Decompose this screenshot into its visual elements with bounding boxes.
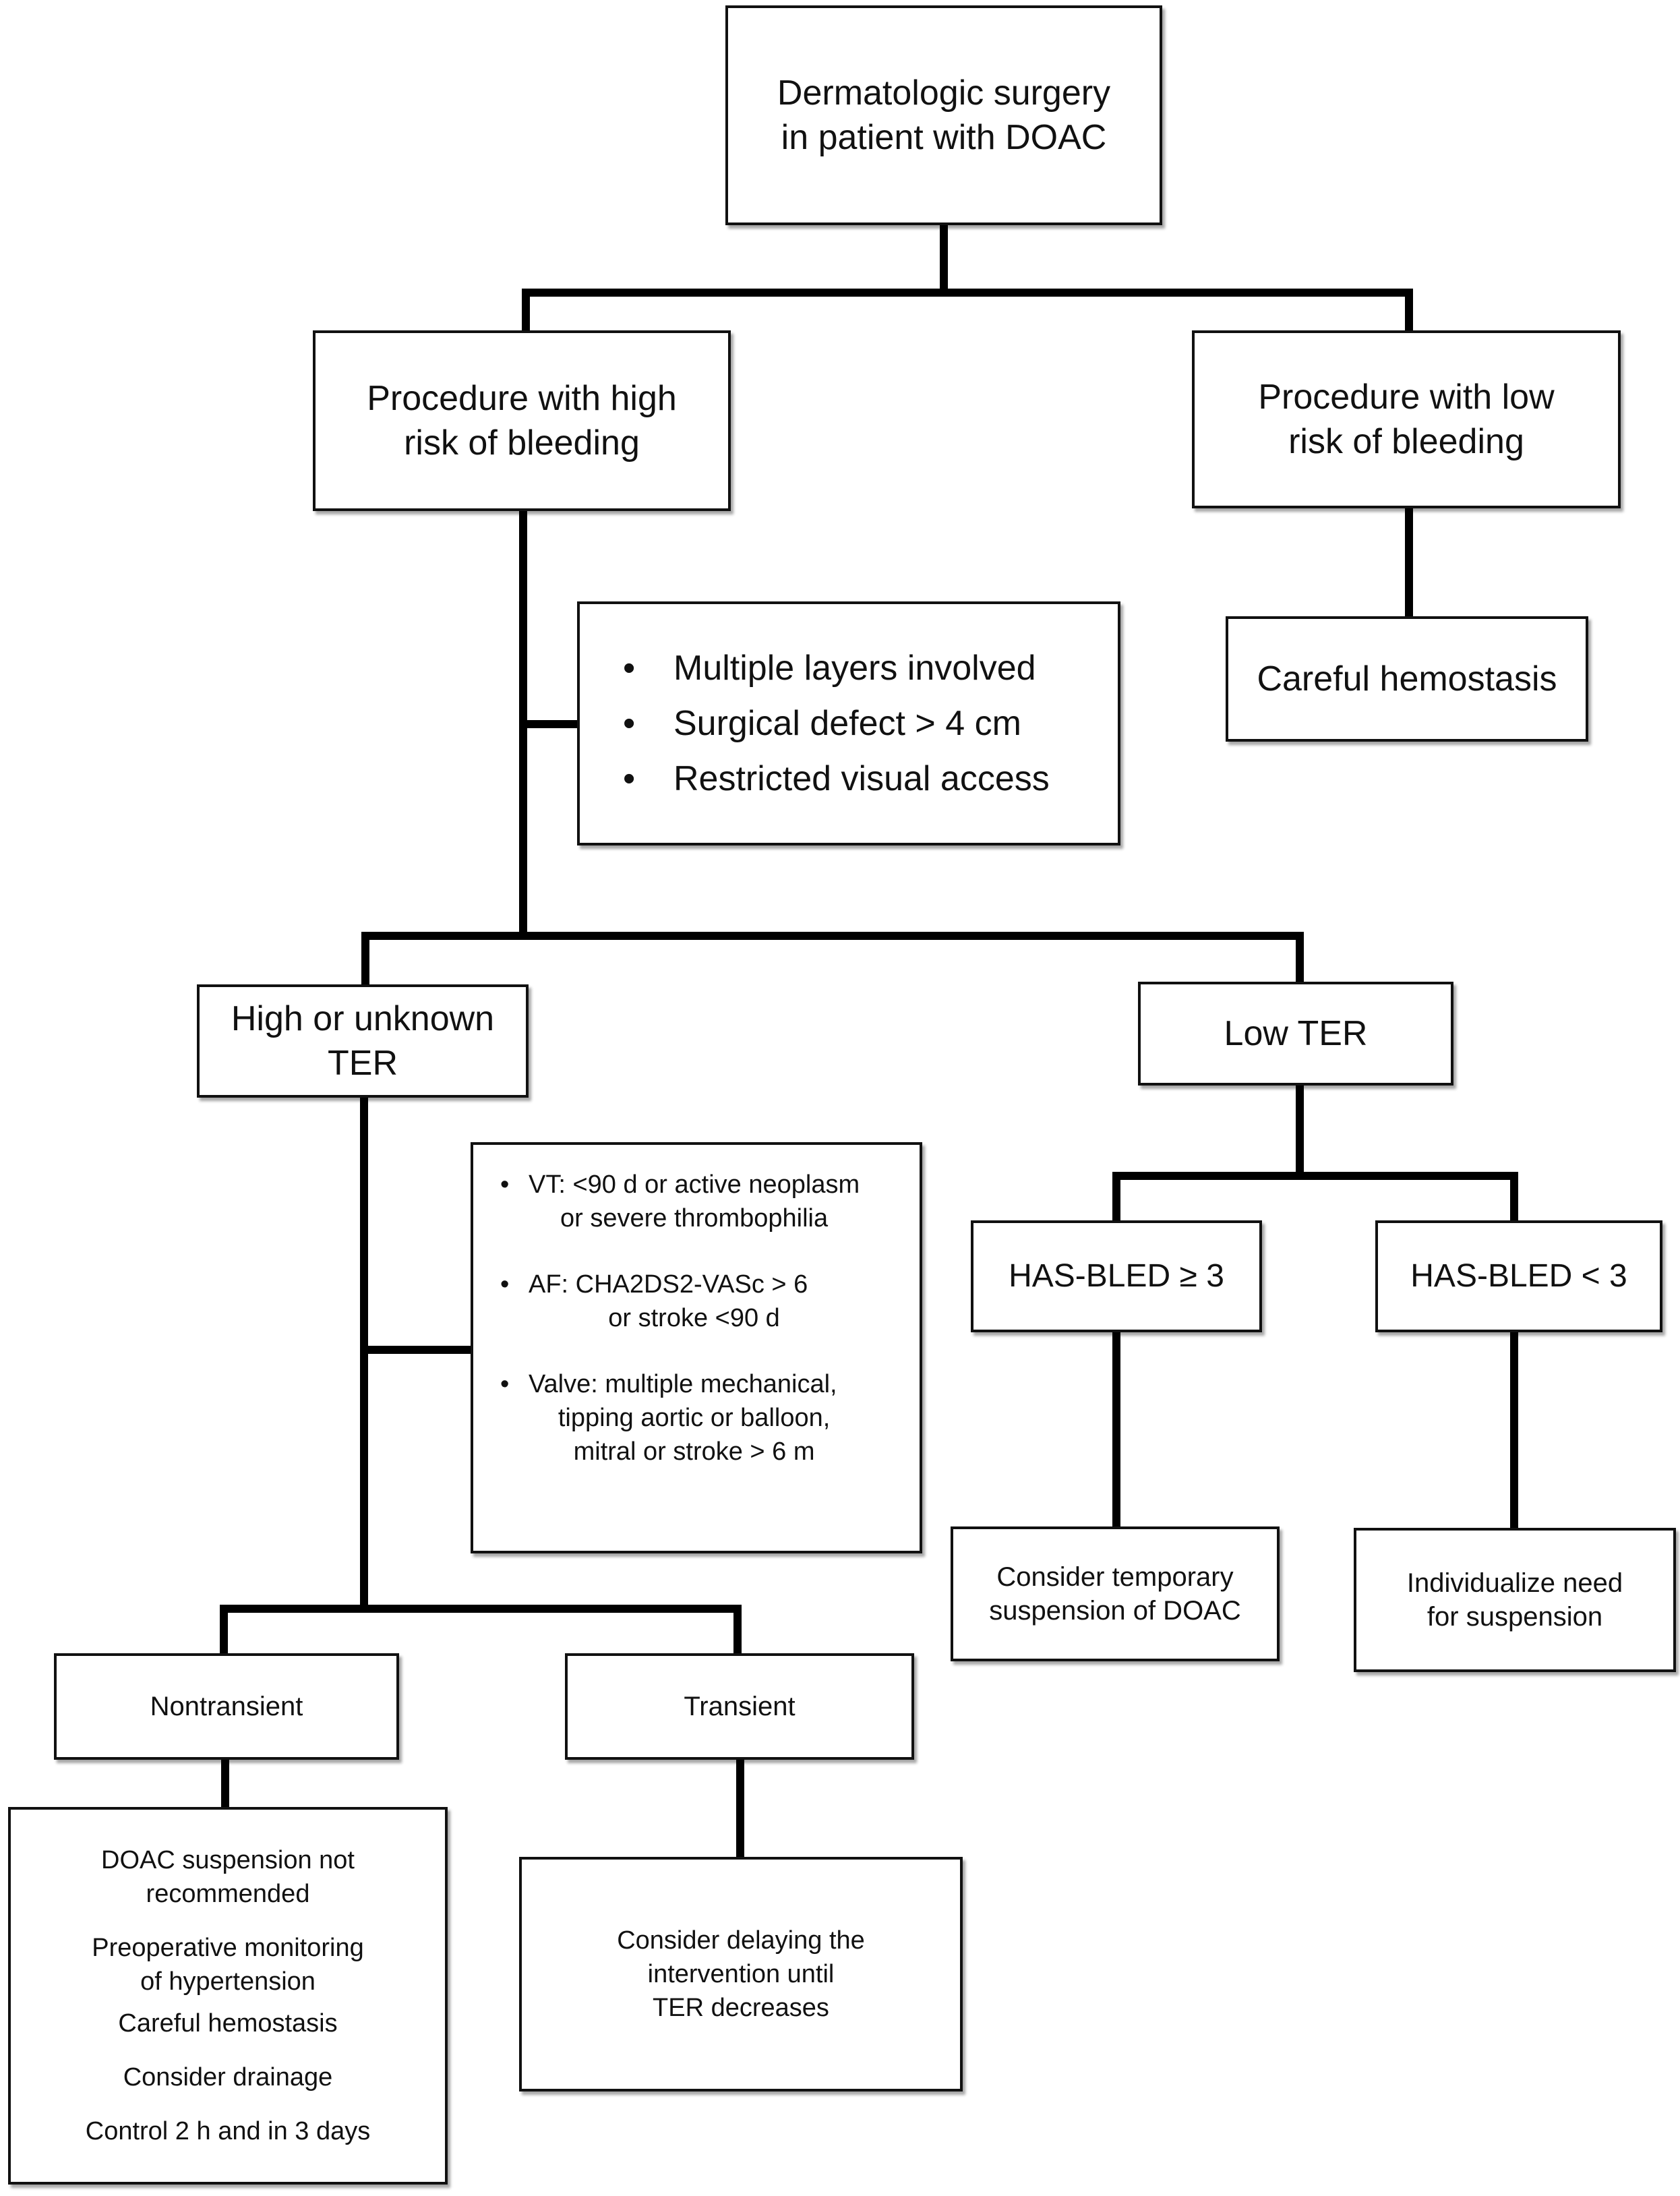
action-line: recommended [146, 1880, 310, 1908]
connector-ter-branch [361, 932, 1304, 940]
transient-action-line-1: Consider delaying the [617, 1926, 865, 1955]
nontransient-label: Nontransient [150, 1692, 303, 1721]
individualize-line-2: for suspension [1427, 1602, 1603, 1632]
ter-criteria-valve: Valve: multiple mechanical, [529, 1370, 837, 1398]
low-risk-line-2: risk of bleeding [1288, 422, 1524, 461]
high-ter-line-1: High or unknown [231, 999, 495, 1038]
connector-transience-branch [220, 1605, 742, 1613]
consider-suspension-line-2: suspension of DOAC [989, 1596, 1241, 1626]
connector-to-transient [733, 1605, 742, 1655]
ter-criteria-item: AF: CHA2DS2-VASc > 6 or stroke <90 d [495, 1268, 860, 1335]
criteria-item: Restricted visual access [623, 751, 1050, 806]
connector-high-ter-down [360, 1096, 368, 1613]
high-risk-box: Procedure with high risk of bleeding [313, 330, 731, 511]
action-line: DOAC suspension not [101, 1846, 355, 1874]
criteria-list: Multiple layers involved Surgical defect… [623, 641, 1050, 806]
connector-hasbled-high-down [1112, 1331, 1120, 1529]
root-line-2: in patient with DOAC [781, 118, 1107, 157]
consider-suspension-line-1: Consider temporary [996, 1562, 1234, 1592]
hasbled-low-box: HAS-BLED < 3 [1375, 1220, 1662, 1332]
action-line: Preoperative monitoring [92, 1934, 364, 1962]
nontransient-box: Nontransient [54, 1653, 399, 1760]
low-ter-label: Low TER [1224, 1014, 1368, 1053]
criteria-item: Surgical defect > 4 cm [623, 696, 1050, 751]
hasbled-high-label: HAS-BLED ≥ 3 [1009, 1258, 1224, 1294]
consider-suspension-box: Consider temporary suspension of DOAC [951, 1526, 1280, 1661]
connector-to-criteria [519, 720, 578, 728]
high-risk-line-1: Procedure with high [367, 379, 677, 418]
hasbled-high-box: HAS-BLED ≥ 3 [971, 1220, 1262, 1332]
transient-box: Transient [565, 1653, 914, 1760]
high-ter-line-2: TER [328, 1044, 398, 1083]
connector-hasbled-low-down [1510, 1331, 1518, 1529]
transient-label: Transient [684, 1692, 796, 1721]
ter-criteria-af: AF: CHA2DS2-VASc > 6 [529, 1270, 808, 1299]
transient-action-line-2: intervention until [647, 1960, 835, 1988]
connector-low-ter-down [1296, 1080, 1304, 1180]
action-line: Control 2 h and in 3 days [85, 2117, 371, 2145]
connector-to-nontransient [220, 1605, 228, 1655]
action-line: of hypertension [140, 1967, 316, 1996]
nontransient-actions-box: DOAC suspension not recommended Preopera… [8, 1807, 448, 2185]
connector-top-branch [522, 289, 1413, 297]
root-line-1: Dermatologic surgery [777, 73, 1111, 113]
action-line: Consider drainage [123, 2063, 333, 2091]
high-ter-box: High or unknown TER [197, 984, 529, 1098]
criteria-box: Multiple layers involved Surgical defect… [577, 601, 1120, 845]
action-line: Careful hemostasis [118, 2009, 338, 2038]
ter-criteria-box: VT: <90 d or active neoplasm or severe t… [471, 1142, 922, 1553]
connector-root-down [940, 222, 948, 297]
criteria-item: Multiple layers involved [623, 641, 1050, 696]
connector-to-ter-criteria [360, 1346, 472, 1354]
connector-hasbled-branch [1112, 1172, 1518, 1180]
connector-low-risk-down [1405, 507, 1413, 616]
high-risk-line-2: risk of bleeding [404, 423, 640, 463]
careful-hemostasis-label: Careful hemostasis [1257, 659, 1557, 699]
individualize-box: Individualize need for suspension [1354, 1528, 1676, 1672]
low-risk-line-1: Procedure with low [1258, 378, 1555, 417]
connector-to-low-risk [1405, 289, 1413, 330]
ter-criteria-vt: VT: <90 d or active neoplasm [529, 1170, 860, 1199]
connector-to-hasbled-low [1510, 1172, 1518, 1222]
connector-to-high-ter [361, 932, 369, 986]
connector-nontransient-down [221, 1758, 229, 1811]
careful-hemostasis-box: Careful hemostasis [1226, 616, 1588, 742]
ter-criteria-vt-cont: or severe thrombophilia [560, 1204, 829, 1233]
ter-criteria-list: VT: <90 d or active neoplasm or severe t… [495, 1168, 860, 1468]
connector-transient-down [736, 1758, 744, 1858]
connector-to-low-ter [1296, 932, 1304, 986]
connector-to-high-risk [522, 289, 530, 330]
transient-action-line-3: TER decreases [653, 1994, 829, 2022]
low-risk-box: Procedure with low risk of bleeding [1192, 330, 1621, 508]
connector-to-hasbled-high [1112, 1172, 1120, 1222]
ter-criteria-valve-cont-2: mitral or stroke > 6 m [573, 1437, 815, 1466]
transient-action-box: Consider delaying the intervention until… [519, 1857, 963, 2091]
hasbled-low-label: HAS-BLED < 3 [1410, 1258, 1627, 1294]
low-ter-box: Low TER [1138, 982, 1453, 1086]
ter-criteria-valve-cont: tipping aortic or balloon, [558, 1404, 831, 1432]
ter-criteria-item: Valve: multiple mechanical, tipping aort… [495, 1367, 860, 1468]
individualize-line-1: Individualize need [1406, 1568, 1623, 1598]
ter-criteria-af-cont: or stroke <90 d [608, 1304, 780, 1332]
root-box: Dermatologic surgery in patient with DOA… [725, 5, 1162, 225]
ter-criteria-item: VT: <90 d or active neoplasm or severe t… [495, 1168, 860, 1235]
